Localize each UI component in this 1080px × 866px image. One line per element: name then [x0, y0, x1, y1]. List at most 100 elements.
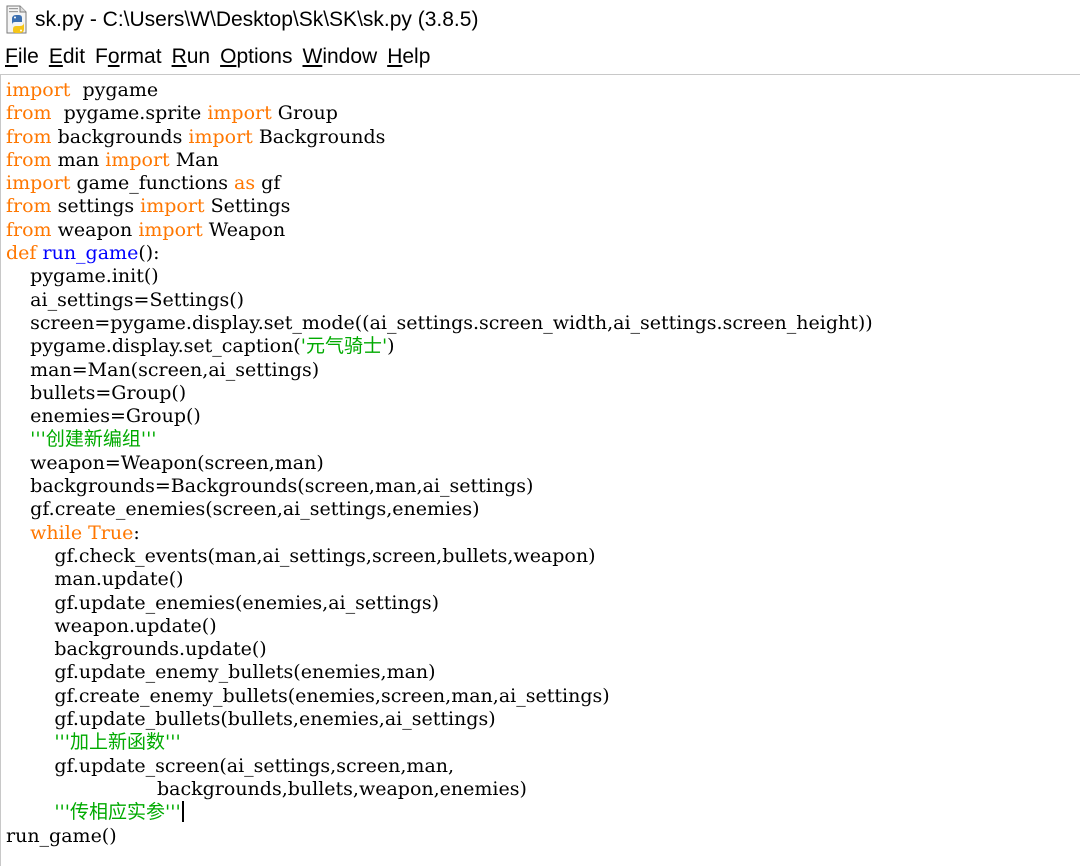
- menu-help[interactable]: Help: [387, 45, 431, 68]
- code-line[interactable]: def run_game():: [6, 242, 873, 265]
- code-line[interactable]: while True:: [6, 522, 873, 545]
- code-line[interactable]: from man import Man: [6, 149, 873, 172]
- string-token: '''传相应实参''': [54, 801, 181, 824]
- code-token: pygame.display.set_caption(: [6, 335, 301, 358]
- code-line[interactable]: weapon=Weapon(screen,man): [6, 452, 873, 475]
- code-token: settings: [51, 195, 141, 218]
- code-line[interactable]: gf.check_events(man,ai_settings,screen,b…: [6, 545, 873, 568]
- code-token: ai_settings=Settings(): [6, 288, 245, 311]
- code-token: Weapon: [202, 218, 286, 241]
- code-token: backgrounds=Backgrounds(screen,man,ai_se…: [6, 475, 534, 498]
- keyword-token: from: [6, 125, 52, 148]
- code-line[interactable]: man.update(): [6, 568, 873, 591]
- code-token: ():: [138, 242, 160, 265]
- code-token: Backgrounds: [252, 125, 386, 148]
- keyword-token: import: [188, 125, 253, 148]
- code-line[interactable]: backgrounds=Backgrounds(screen,man,ai_se…: [6, 475, 873, 498]
- code-line[interactable]: from backgrounds import Backgrounds: [6, 126, 873, 149]
- menu-options[interactable]: Options: [220, 45, 293, 68]
- menu-run[interactable]: Run: [171, 45, 211, 68]
- code-line[interactable]: '''加上新函数''': [6, 731, 873, 754]
- string-token: '''加上新函数''': [54, 731, 181, 754]
- window-title: sk.py - C:\Users\W\Desktop\Sk\SK\sk.py (…: [35, 8, 479, 31]
- menu-file[interactable]: File: [5, 45, 39, 68]
- code-token: Settings: [204, 195, 291, 218]
- keyword-token: from: [6, 148, 52, 171]
- code-line[interactable]: gf.update_enemy_bullets(enemies,man): [6, 661, 873, 684]
- code-line[interactable]: gf.create_enemies(screen,ai_settings,ene…: [6, 498, 873, 521]
- code-token: ): [387, 335, 395, 358]
- code-token: man.update(): [6, 568, 184, 591]
- string-token: '元气骑士': [300, 335, 388, 358]
- code-line[interactable]: gf.create_enemy_bullets(enemies,screen,m…: [6, 685, 873, 708]
- code-token: :: [133, 521, 140, 544]
- code-line[interactable]: from weapon import Weapon: [6, 219, 873, 242]
- code-token: screen=pygame.display.set_mode((ai_setti…: [6, 311, 873, 334]
- code-line[interactable]: pygame.init(): [6, 265, 873, 288]
- code-line[interactable]: run_game(): [6, 825, 873, 848]
- code-token: enemies=Group(): [6, 405, 201, 428]
- code-token: weapon=Weapon(screen,man): [6, 451, 324, 474]
- code-token: [6, 731, 54, 753]
- code-line[interactable]: gf.update_screen(ai_settings,screen,man,: [6, 755, 873, 778]
- code-line[interactable]: backgrounds,bullets,weapon,enemies): [6, 778, 873, 801]
- title-bar: sk.py - C:\Users\W\Desktop\Sk\SK\sk.py (…: [0, 0, 1080, 40]
- keyword-token: while: [30, 521, 83, 544]
- code-line[interactable]: backgrounds.update(): [6, 638, 873, 661]
- code-token: gf: [255, 172, 281, 195]
- menu-edit[interactable]: Edit: [48, 45, 86, 68]
- code-token: gf.update_screen(ai_settings,screen,man,: [6, 754, 455, 777]
- code-token: backgrounds: [51, 125, 189, 148]
- keyword-token: import: [207, 102, 272, 125]
- keyword-token: import: [105, 148, 170, 171]
- code-token: Man: [169, 148, 219, 171]
- code-token: game_functions: [70, 172, 235, 195]
- code-token: pygame: [70, 79, 159, 101]
- code-line[interactable]: '''传相应实参''': [6, 801, 873, 824]
- code-line[interactable]: gf.update_bullets(bullets,enemies,ai_set…: [6, 708, 873, 731]
- code-token: pygame.sprite: [51, 102, 208, 125]
- code-line[interactable]: bullets=Group(): [6, 382, 873, 405]
- menu-bar: File Edit Format Run Options Window Help: [0, 41, 1080, 73]
- code-token: gf.create_enemies(screen,ai_settings,ene…: [6, 498, 480, 521]
- code-token: backgrounds,bullets,weapon,enemies): [6, 777, 527, 800]
- code-line[interactable]: '''创建新编组''': [6, 428, 873, 451]
- keyword-token: from: [6, 195, 52, 218]
- code-token: gf.update_enemies(enemies,ai_settings): [6, 591, 440, 614]
- definition-token: run_game: [42, 242, 139, 265]
- keyword-token: True: [88, 521, 134, 544]
- python-file-icon: [6, 5, 27, 34]
- code-line[interactable]: man=Man(screen,ai_settings): [6, 359, 873, 382]
- code-line[interactable]: screen=pygame.display.set_mode((ai_setti…: [6, 312, 873, 335]
- keyword-token: import: [138, 218, 203, 241]
- menu-format[interactable]: Format: [95, 45, 162, 68]
- code-line[interactable]: enemies=Group(): [6, 405, 873, 428]
- string-token: '''创建新编组''': [30, 428, 157, 451]
- code-line[interactable]: gf.update_enemies(enemies,ai_settings): [6, 592, 873, 615]
- code-token: backgrounds.update(): [6, 638, 267, 661]
- keyword-token: from: [6, 102, 52, 125]
- code-line[interactable]: ai_settings=Settings(): [6, 289, 873, 312]
- code-token: [6, 428, 30, 450]
- code-line[interactable]: import pygame: [6, 79, 873, 102]
- code-line[interactable]: weapon.update(): [6, 615, 873, 638]
- code-token: weapon.update(): [6, 614, 217, 637]
- code-token: run_game(): [6, 824, 117, 847]
- code-line[interactable]: from pygame.sprite import Group: [6, 102, 873, 125]
- code-token: man: [51, 148, 106, 171]
- code-token: bullets=Group(): [6, 381, 187, 404]
- code-line[interactable]: import game_functions as gf: [6, 172, 873, 195]
- code-token: gf.create_enemy_bullets(enemies,screen,m…: [6, 684, 610, 707]
- code-line[interactable]: pygame.display.set_caption('元气骑士'): [6, 335, 873, 358]
- menu-window[interactable]: Window: [302, 45, 378, 68]
- code-token: man=Man(screen,ai_settings): [6, 358, 320, 381]
- code-token: gf.update_bullets(bullets,enemies,ai_set…: [6, 708, 496, 731]
- keyword-token: def: [6, 242, 37, 265]
- code-token: pygame.init(): [6, 265, 159, 288]
- code-token: Group: [271, 102, 338, 125]
- code-line[interactable]: from settings import Settings: [6, 195, 873, 218]
- keyword-token: import: [6, 172, 71, 195]
- keyword-token: from: [6, 218, 52, 241]
